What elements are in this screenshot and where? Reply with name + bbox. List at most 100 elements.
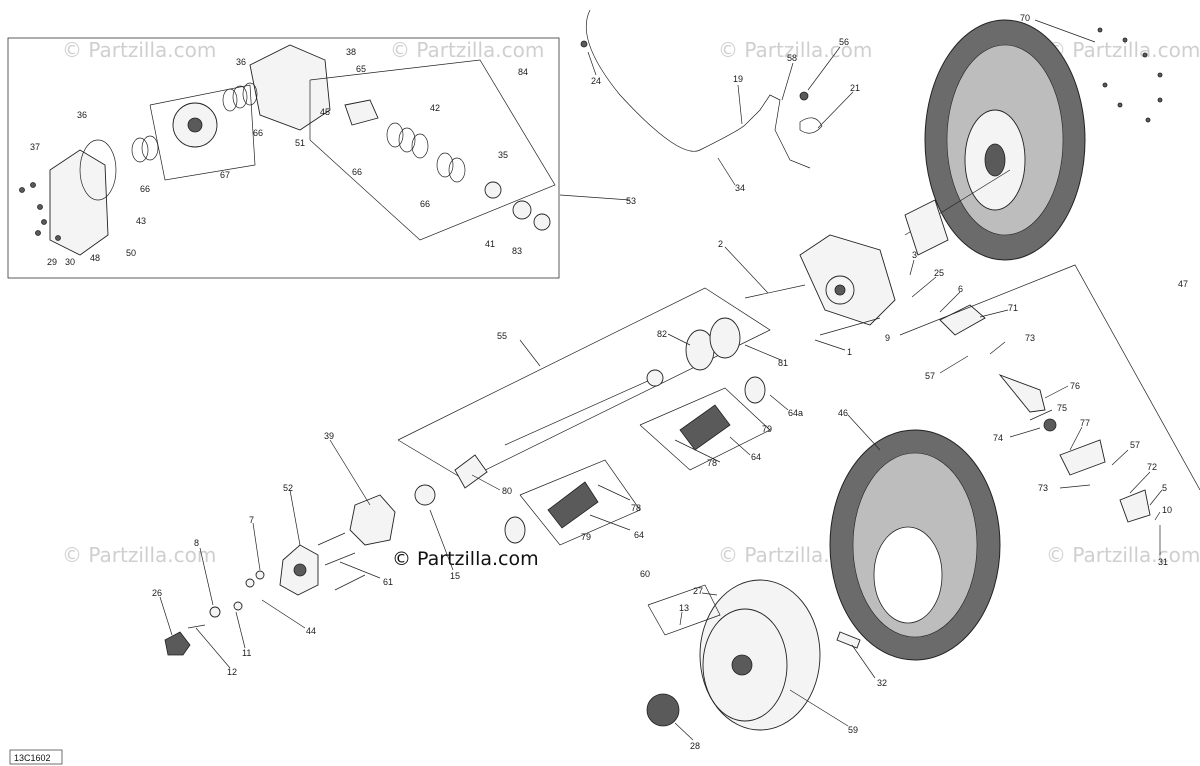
callout-label: 13 <box>679 603 689 613</box>
callout-label: 19 <box>733 74 743 84</box>
callout-label: 66 <box>253 128 263 138</box>
cv-boot <box>679 404 731 451</box>
callout-label: 79 <box>581 532 591 542</box>
hub-nut-cover <box>164 631 191 656</box>
callout-label: 67 <box>220 170 230 180</box>
callout-label: 57 <box>925 371 935 381</box>
callout-label: 66 <box>140 184 150 194</box>
callout-label: 39 <box>324 431 334 441</box>
callout-label: 71 <box>1008 303 1018 313</box>
callout-label: 27 <box>693 586 703 596</box>
callout-label: 11 <box>242 648 251 658</box>
differential-inset-frame <box>7 37 560 279</box>
callout-label: 8 <box>194 538 199 548</box>
callout-label: 78 <box>707 458 717 468</box>
callout-label: 41 <box>485 239 495 249</box>
callout-label: 64a <box>788 408 803 418</box>
hub-cap <box>646 693 680 727</box>
front-gearbox <box>744 234 896 336</box>
callout-label: 48 <box>90 253 100 263</box>
wheel-rim <box>699 579 861 731</box>
callout-label: 74 <box>993 433 1003 443</box>
callout-label: 30 <box>65 257 75 267</box>
callout-label: 61 <box>383 577 393 587</box>
callout-label: 70 <box>1020 13 1030 23</box>
callout-label: 78 <box>631 503 641 513</box>
callout-label: 37 <box>30 142 40 152</box>
callout-label: 36 <box>236 57 246 67</box>
callout-label: 36 <box>77 110 87 120</box>
callout-label: 82 <box>657 329 667 339</box>
callout-label: 58 <box>787 53 797 63</box>
cv-boot-kits <box>504 376 771 546</box>
callout-label: 50 <box>126 248 136 258</box>
main-watermark: © Partzilla.com <box>392 548 539 570</box>
callout-labels: 70 56 58 24 19 21 34 38 36 65 84 36 42 4… <box>30 13 1188 751</box>
callout-label: 80 <box>502 486 512 496</box>
callout-label: 34 <box>735 183 745 193</box>
callout-label: 83 <box>512 246 522 256</box>
callout-label: 15 <box>450 571 460 581</box>
callout-label: 32 <box>877 678 887 688</box>
callout-label: 44 <box>306 626 316 636</box>
hub-assembly <box>164 494 396 656</box>
o-ring <box>79 139 117 201</box>
callout-label: 12 <box>227 667 237 677</box>
callout-label: 64 <box>751 452 761 462</box>
callout-label: 9 <box>885 333 890 343</box>
callout-label: 57 <box>1130 440 1140 450</box>
callout-label: 76 <box>1070 381 1080 391</box>
lug-bolts-top <box>1097 27 1163 123</box>
prop-shaft-frame <box>397 287 771 481</box>
callout-label: 6 <box>958 284 963 294</box>
callout-label: 7 <box>249 515 254 525</box>
lower-tire <box>829 429 1001 661</box>
callout-label: 47 <box>1178 279 1188 289</box>
callout-label: 26 <box>152 588 162 598</box>
callout-label: 59 <box>848 725 858 735</box>
callout-label: 5 <box>1162 483 1167 493</box>
cv-boot <box>547 481 599 529</box>
callout-label: 72 <box>1147 462 1157 472</box>
callout-label: 56 <box>839 37 849 47</box>
callout-label: 21 <box>850 83 860 93</box>
watermark: © Partzilla.com <box>1046 543 1200 567</box>
callout-label: 81 <box>778 358 788 368</box>
banjo-bolt <box>799 91 809 101</box>
callout-label: 84 <box>518 67 528 77</box>
callout-label: 2 <box>718 239 723 249</box>
upper-right-tire <box>924 19 1086 261</box>
leader-lines <box>159 19 1163 741</box>
callout-label: 29 <box>47 257 57 267</box>
callout-label: 73 <box>1038 483 1048 493</box>
callout-label: 35 <box>498 150 508 160</box>
brake-fitting <box>580 40 588 48</box>
callout-label: 73 <box>1025 333 1035 343</box>
callout-label: 25 <box>934 268 944 278</box>
watermark: © Partzilla.com <box>718 38 872 62</box>
pinion-gear <box>344 99 379 126</box>
knuckle <box>349 494 396 546</box>
callout-label: 75 <box>1057 403 1067 413</box>
callout-label: 53 <box>626 196 636 206</box>
watermark: © Partzilla.com <box>1046 38 1200 62</box>
callout-label: 55 <box>497 331 507 341</box>
watermark: © Partzilla.com <box>62 38 216 62</box>
callout-label: 52 <box>283 483 293 493</box>
steering-shaft-assembly <box>899 264 1200 523</box>
callout-label: 79 <box>762 424 772 434</box>
diff-cover <box>49 149 109 256</box>
brake-line-clip <box>799 117 823 134</box>
callout-label: 1 <box>847 347 852 357</box>
callout-label: 42 <box>430 103 440 113</box>
callout-label: 66 <box>420 199 430 209</box>
watermark: © Partzilla.com <box>62 543 216 567</box>
callout-label: 31 <box>1158 557 1168 567</box>
brake-hose <box>744 94 811 169</box>
callout-label: 45 <box>320 107 330 117</box>
callout-label: 66 <box>352 167 362 177</box>
callout-label: 28 <box>690 741 700 751</box>
callout-label: 77 <box>1080 418 1090 428</box>
ring-gear-hub <box>187 117 203 133</box>
ring-kit-outline <box>149 84 256 181</box>
